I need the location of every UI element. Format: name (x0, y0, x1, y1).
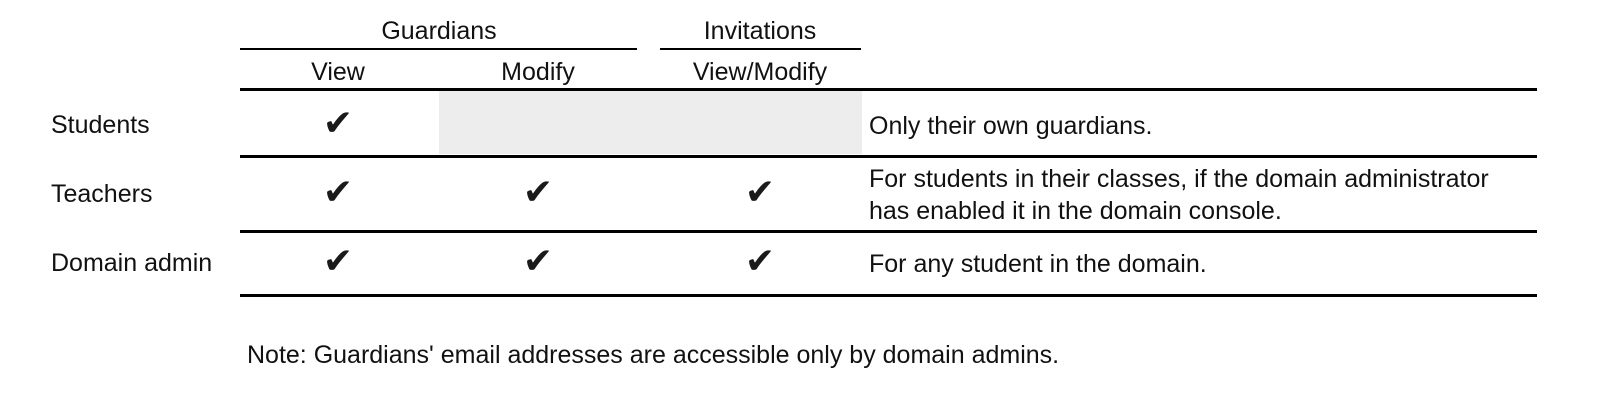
checkmark-icon-teachers-guardians-modify: ✔ (522, 172, 554, 213)
column-header-view: View (311, 58, 365, 86)
row-note-domain-admin: For any student in the domain. (869, 250, 1207, 278)
row-note-teachers: For students in their classes, if the do… (869, 165, 1489, 225)
table-header-rule (240, 88, 1537, 91)
column-group-header-invitations: Invitations (703, 17, 817, 45)
group-rule-invitations (660, 48, 861, 50)
checkmark-icon-teachers-invitations-view-modify: ✔ (744, 172, 776, 213)
row-label-domain-admin: Domain admin (51, 249, 213, 277)
checkmark-icon-domain-admin-invitations-view-modify: ✔ (744, 241, 776, 282)
column-header-view-modify: View/Modify (692, 58, 828, 86)
checkmark-icon-students-guardians-view: ✔ (322, 103, 354, 144)
row-rule-after-teachers (240, 230, 1537, 233)
row-note-students: Only their own guardians. (869, 112, 1153, 140)
table-bottom-rule (240, 294, 1537, 297)
column-group-header-guardians: Guardians (381, 17, 497, 45)
checkmark-icon-domain-admin-guardians-view: ✔ (322, 241, 354, 282)
checkmark-icon-teachers-guardians-view: ✔ (322, 172, 354, 213)
disabled-cell-shading-students (439, 91, 862, 154)
group-rule-guardians (240, 48, 637, 50)
row-label-teachers: Teachers (51, 180, 153, 208)
checkmark-icon-domain-admin-guardians-modify: ✔ (522, 241, 554, 282)
table-footnote: Note: Guardians' email addresses are acc… (247, 341, 1060, 369)
row-rule-after-students (240, 155, 1537, 158)
row-label-students: Students (51, 111, 150, 139)
column-header-modify: Modify (501, 58, 575, 86)
